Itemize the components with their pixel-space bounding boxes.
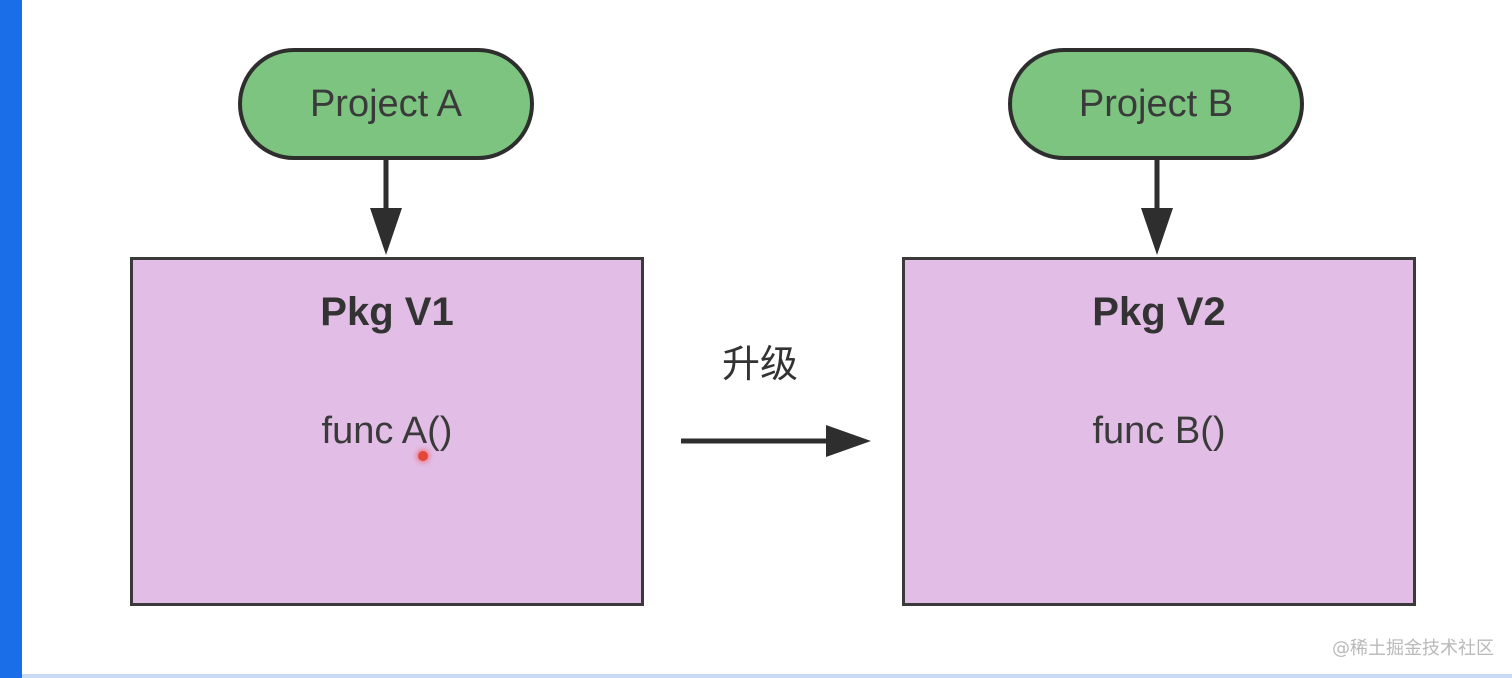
node-project-a: Project A bbox=[238, 48, 534, 160]
pkg-v2-func: func B() bbox=[1092, 410, 1226, 452]
node-project-b-label: Project B bbox=[1078, 82, 1234, 125]
watermark: @稀土掘金技术社区 bbox=[1332, 638, 1494, 659]
arrow-project-a-to-pkg-v1 bbox=[370, 160, 402, 255]
pkg-v1-func: func A() bbox=[321, 410, 453, 452]
node-project-b: Project B bbox=[1008, 48, 1304, 160]
arrow-project-b-to-pkg-v2 bbox=[1141, 160, 1173, 255]
pkg-v2-title: Pkg V2 bbox=[1092, 290, 1226, 334]
node-project-a-label: Project A bbox=[309, 82, 463, 125]
laser-pointer-dot bbox=[418, 451, 428, 461]
pkg-v1-title: Pkg V1 bbox=[320, 290, 454, 334]
node-pkg-v1: Pkg V1 func A() bbox=[130, 257, 644, 606]
bottom-edge-line bbox=[22, 674, 1512, 678]
arrow-upgrade bbox=[681, 425, 871, 457]
node-pkg-v2: Pkg V2 func B() bbox=[902, 257, 1416, 606]
left-accent-bar bbox=[0, 0, 22, 678]
edge-label-upgrade: 升级 bbox=[722, 342, 799, 386]
